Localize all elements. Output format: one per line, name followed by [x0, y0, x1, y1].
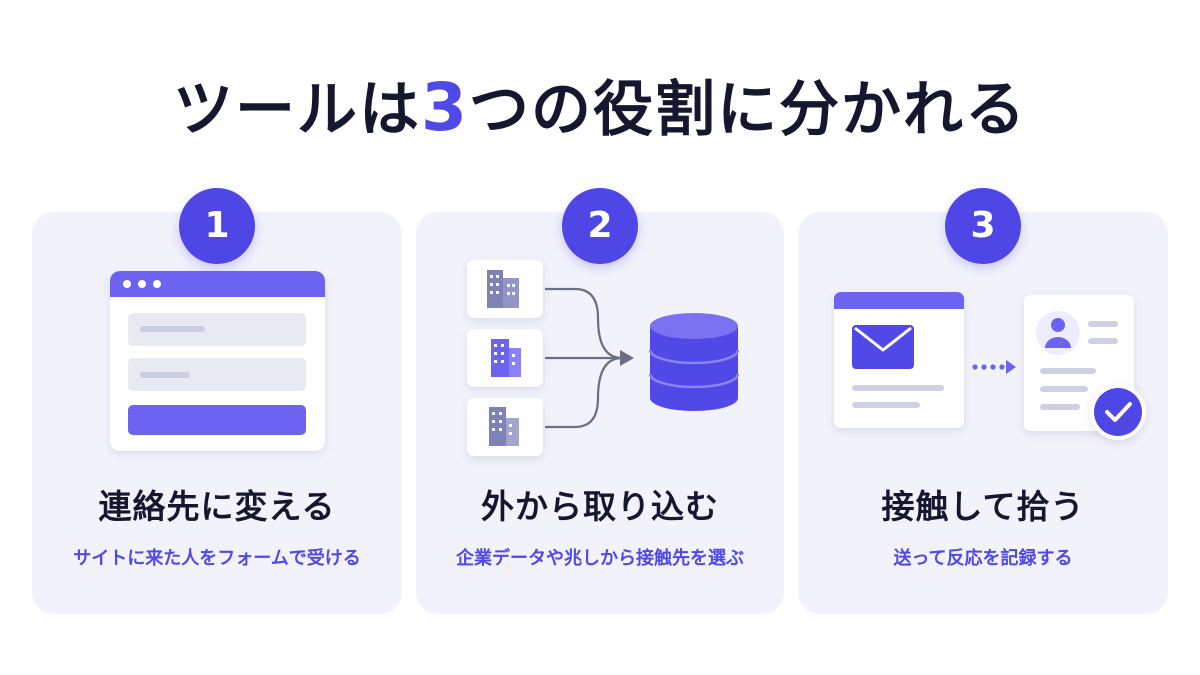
- card-subtitle-2: 企業データや兆しから接触先を選ぶ: [456, 548, 744, 569]
- title-number: 3: [421, 69, 469, 146]
- building-icon: [467, 260, 543, 318]
- arrow-icon: [545, 287, 634, 429]
- title-prefix: ツールは: [173, 75, 422, 145]
- card-title-1: 連絡先に変える: [98, 487, 336, 526]
- card-subtitle-1: サイトに来た人をフォームで受ける: [73, 548, 361, 569]
- form-field-icon: [128, 313, 306, 391]
- page-title: ツールは3つの役割に分かれる: [0, 69, 1200, 146]
- check-badge-icon: [1090, 384, 1146, 440]
- step-badge-1: 1: [179, 188, 255, 264]
- building-icon: [467, 398, 543, 456]
- card-subtitle-3: 送って反応を記録する: [893, 548, 1073, 569]
- step-badge-2: 2: [562, 188, 638, 264]
- submit-button-icon: [128, 405, 306, 435]
- title-suffix: つの役割に分かれる: [468, 75, 1027, 145]
- card-title-2: 外から取り込む: [481, 487, 719, 526]
- mail-icon: [834, 292, 964, 428]
- card-title-3: 接触して拾う: [881, 487, 1085, 526]
- building-icon: [467, 329, 543, 387]
- dotted-arrow-icon: [972, 360, 1016, 374]
- database-icon: [648, 313, 740, 411]
- step-badge-3: 3: [945, 188, 1021, 264]
